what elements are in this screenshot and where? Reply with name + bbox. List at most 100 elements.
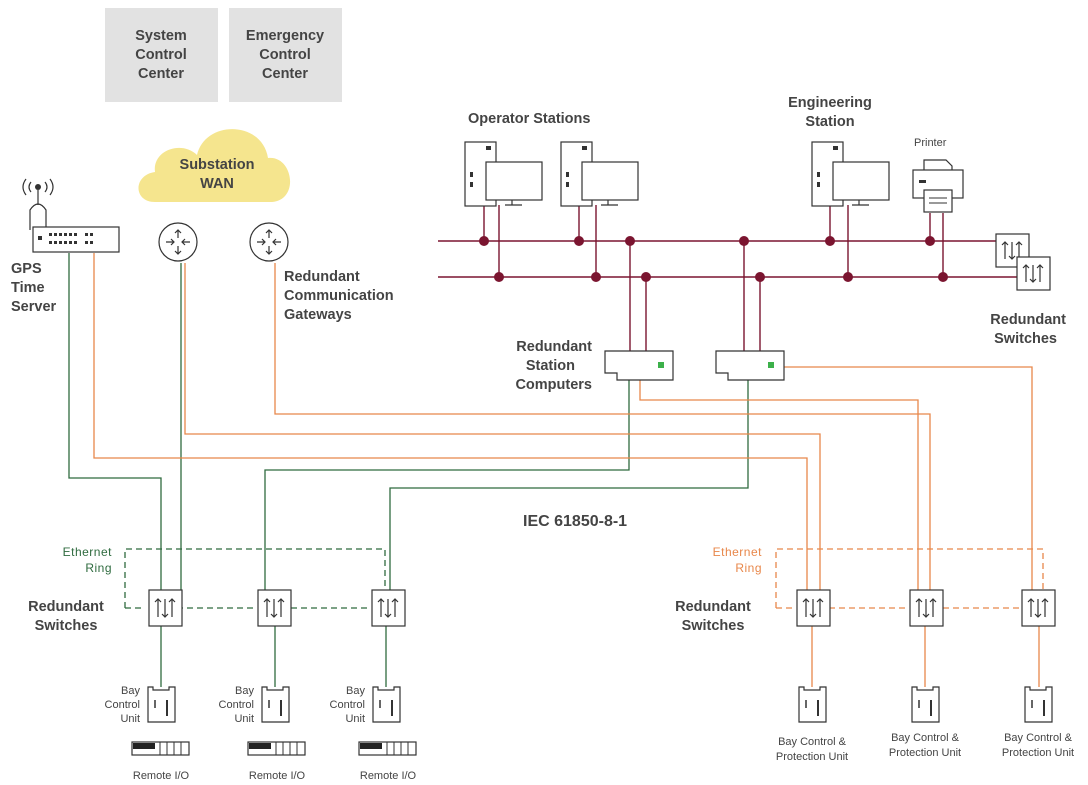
printer-icon: [912, 159, 964, 213]
server-icon: [604, 350, 674, 381]
system-control-label-3: Center: [138, 66, 184, 82]
junction: [825, 236, 835, 246]
orange-links: [93, 253, 1040, 687]
gps-to-right-switch-link: [93, 253, 808, 590]
junction: [591, 272, 601, 282]
eth-ring-right-label-2: Ring: [735, 561, 762, 575]
bay-label-3: Unit: [345, 713, 365, 725]
gps-time-server: GPS Time Server: [11, 178, 120, 315]
engineering-label-1: Engineering: [788, 95, 872, 111]
gps-label-2: Time: [11, 280, 45, 296]
station-computer-1-green-link: [264, 380, 630, 590]
operator-stations-label: Operator Stations: [468, 111, 590, 127]
system-control-label-1: System: [135, 28, 187, 44]
switch-icon: [371, 589, 406, 627]
switch-icon: [148, 589, 183, 627]
bcpu-label-1: Bay Control &: [778, 736, 847, 748]
wan-cloud-shape: [138, 129, 291, 202]
junction: [925, 236, 935, 246]
router-icon: [249, 222, 289, 262]
ethernet-ring-right: [775, 548, 1044, 609]
router-icon: [158, 222, 198, 262]
ethernet-ring-left: [124, 548, 386, 609]
gateway-1-orange-link: [184, 263, 821, 590]
left-switches-label-1: Redundant: [28, 599, 104, 615]
gateways-label-2: Communication: [284, 288, 394, 304]
switch-icon: [257, 589, 292, 627]
antenna-icon: [22, 178, 54, 230]
emergency-control-label-2: Control: [259, 47, 311, 63]
right-switches-label-2: Switches: [682, 618, 745, 634]
bay-unit-icon: [147, 686, 176, 723]
remote-io-icon: [131, 741, 190, 756]
remote-io-icon: [247, 741, 306, 756]
remote-io-label-1: Remote I/O: [133, 770, 190, 782]
emergency-control-label-1: Emergency: [246, 28, 324, 44]
gateway-2-orange-link: [274, 263, 931, 590]
gps-label-1: GPS: [11, 261, 42, 277]
junction: [843, 272, 853, 282]
station-computer-1-orange-link: [639, 380, 919, 590]
bay-label-1: Bay: [346, 685, 365, 697]
green-links: [68, 253, 749, 687]
computer-icon: [811, 141, 890, 207]
bay-control-unit-2: Bay Control Unit Remote I/O: [219, 685, 306, 782]
junction: [739, 236, 749, 246]
wan-label-1: Substation: [180, 157, 255, 173]
switch-icon: [796, 589, 831, 627]
computer-icon: [560, 141, 639, 207]
junction: [625, 236, 635, 246]
bay-label-2: Control: [219, 699, 254, 711]
bay-unit-icon: [372, 686, 401, 723]
system-control-center-box: [105, 8, 218, 102]
system-control-center: System Control Center: [105, 8, 218, 102]
bcpu-label-1: Bay Control &: [891, 732, 960, 744]
bay-unit-icon: [798, 686, 827, 723]
gateways-label-3: Gateways: [284, 307, 352, 323]
station-computers-label-2: Station: [526, 358, 575, 374]
bay-protection-unit-1: Bay Control & Protection Unit: [776, 686, 848, 763]
bay-label-3: Unit: [120, 713, 140, 725]
switch-icon: [1016, 256, 1051, 291]
bus-junctions: [479, 236, 948, 282]
computer-icon: [464, 141, 543, 207]
bay-unit-icon: [1024, 686, 1053, 723]
substation-wan-cloud: Substation WAN: [138, 129, 291, 202]
top-switches-label-1: Redundant: [990, 312, 1066, 328]
printer-label: Printer: [914, 137, 947, 149]
emergency-control-center-box: [229, 8, 342, 102]
gps-server-ports: [38, 233, 93, 244]
junction: [641, 272, 651, 282]
bay-protection-unit-3: Bay Control & Protection Unit: [1002, 686, 1074, 759]
junction: [494, 272, 504, 282]
bcpu-label-2: Protection Unit: [1002, 747, 1074, 759]
bay-label-1: Bay: [235, 685, 254, 697]
bay-label-2: Control: [105, 699, 140, 711]
gps-label-3: Server: [11, 299, 57, 315]
junction: [479, 236, 489, 246]
eth-ring-left-label-2: Ring: [85, 561, 112, 575]
emergency-control-center: Emergency Control Center: [229, 8, 342, 102]
server-icon: [715, 350, 785, 381]
bay-unit-icon: [261, 686, 290, 723]
remote-io-label-2: Remote I/O: [249, 770, 306, 782]
emergency-control-label-3: Center: [262, 66, 308, 82]
engineering-label-2: Station: [805, 114, 854, 130]
junction: [574, 236, 584, 246]
wan-label-2: WAN: [200, 176, 234, 192]
gps-server-box: [32, 226, 120, 253]
junction: [938, 272, 948, 282]
bay-label-3: Unit: [234, 713, 254, 725]
station-computers-label-3: Computers: [515, 377, 592, 393]
gateways-label-1: Redundant: [284, 269, 360, 285]
bcpu-label-2: Protection Unit: [776, 751, 848, 763]
station-computer-2-green-link: [389, 380, 749, 590]
bcpu-label-1: Bay Control &: [1004, 732, 1073, 744]
right-switches-label-1: Redundant: [675, 599, 751, 615]
protocol-label: IEC 61850-8-1: [523, 513, 627, 530]
bcpu-label-2: Protection Unit: [889, 747, 961, 759]
remote-io-icon: [358, 741, 417, 756]
system-control-label-2: Control: [135, 47, 187, 63]
ring-right-top: [775, 548, 1044, 608]
